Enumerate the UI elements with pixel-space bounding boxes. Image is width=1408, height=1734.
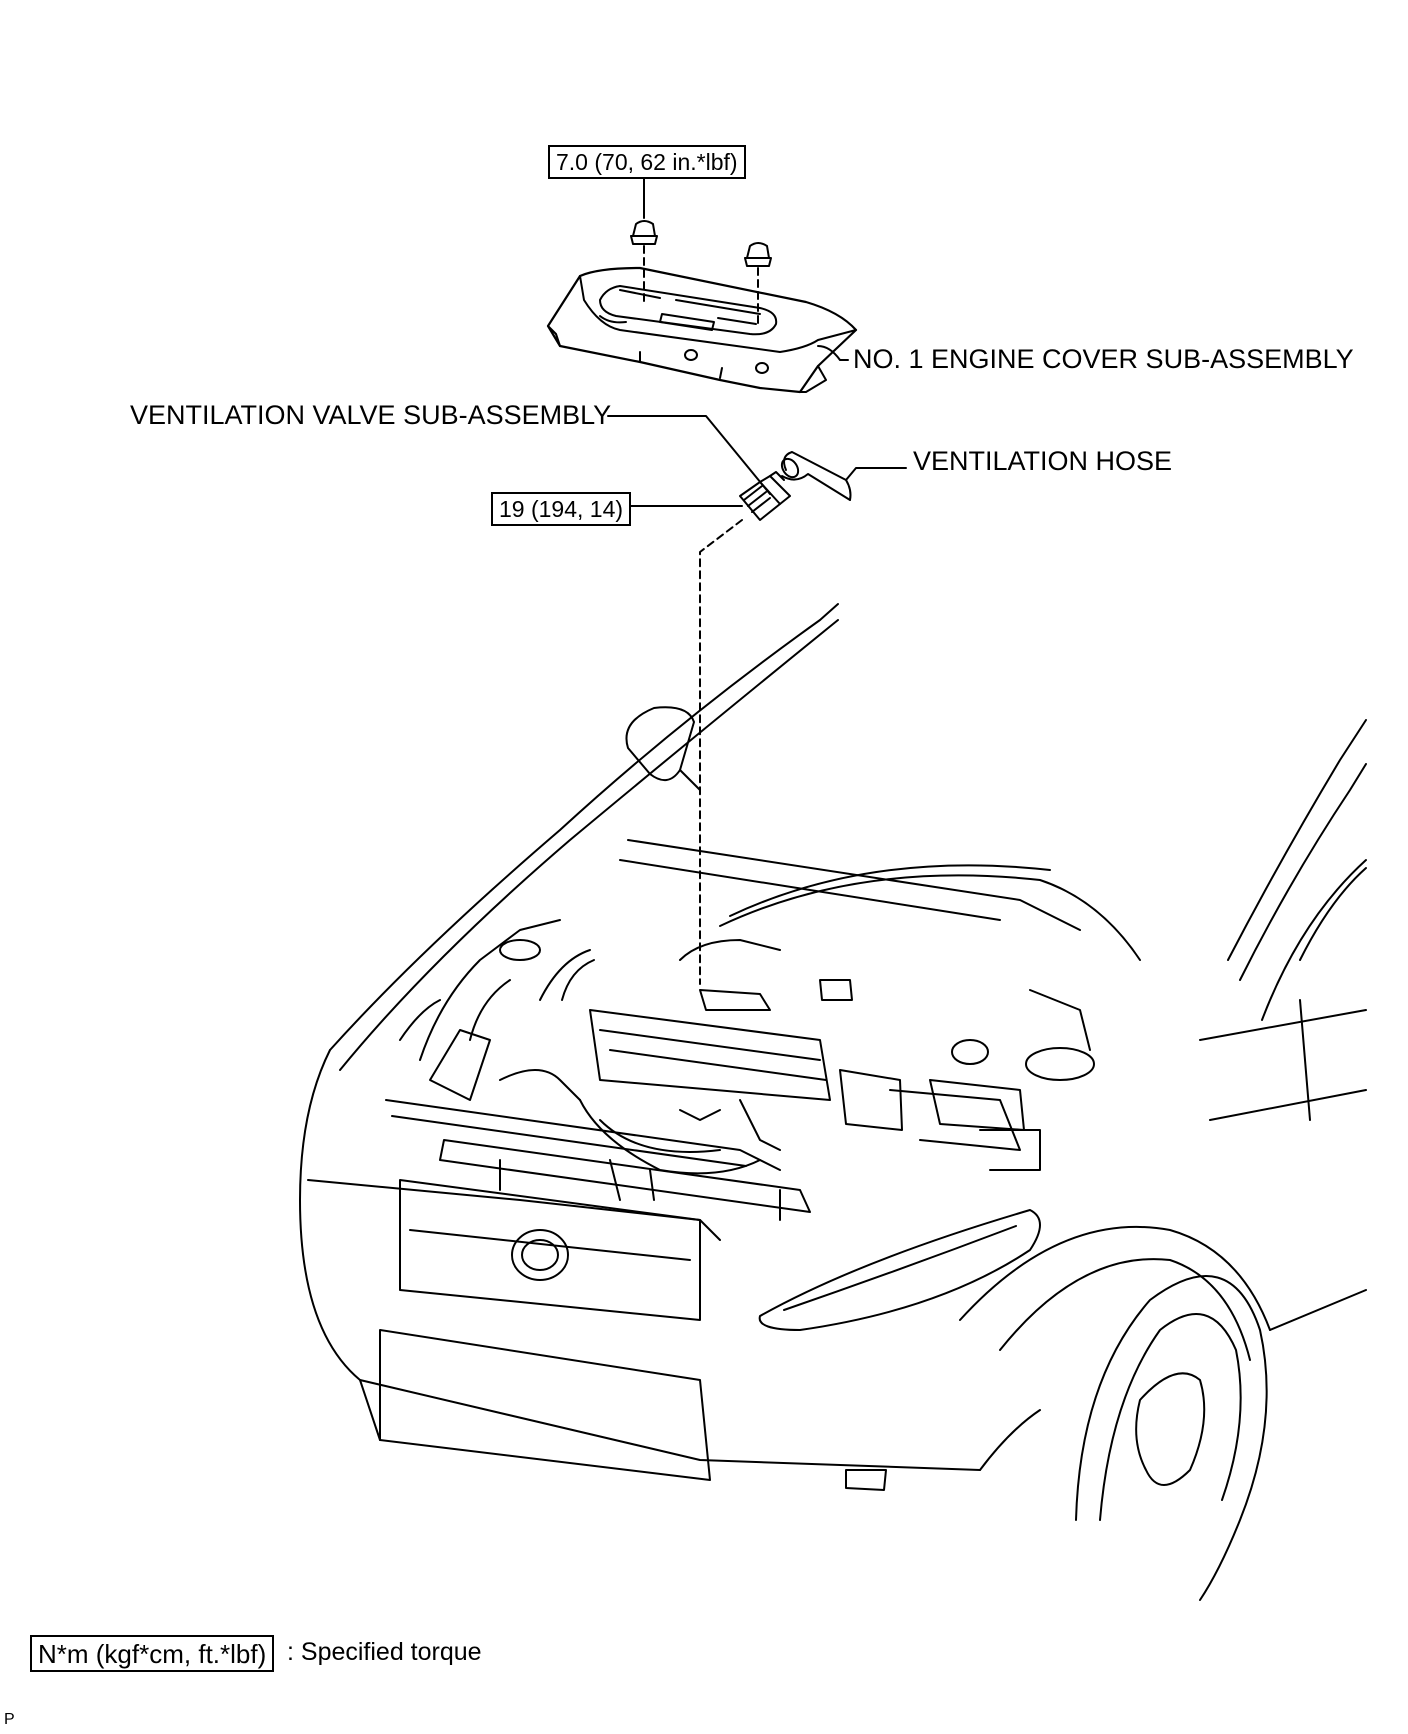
valve-torque-label: 19 (194, 14) <box>491 492 632 526</box>
engine-cover-drawing <box>546 173 858 394</box>
ventilation-hose-label: VENTILATION HOSE <box>913 446 1173 476</box>
ventilation-valve-label: VENTILATION VALVE SUB-ASSEMBLY <box>130 400 612 430</box>
torque-legend-description: : Specified torque <box>287 1638 482 1666</box>
torque-unit-legend-box: N*m (kgf*cm, ft.*lbf) <box>30 1635 275 1672</box>
vehicle-drawing <box>299 603 1367 1601</box>
engine-cover-label: NO. 1 ENGINE COVER SUB-ASSEMBLY <box>853 344 1354 374</box>
footer-mark: P <box>4 1711 15 1728</box>
cover-nut-torque-label: 7.0 (70, 62 in.*lbf) <box>548 145 746 179</box>
